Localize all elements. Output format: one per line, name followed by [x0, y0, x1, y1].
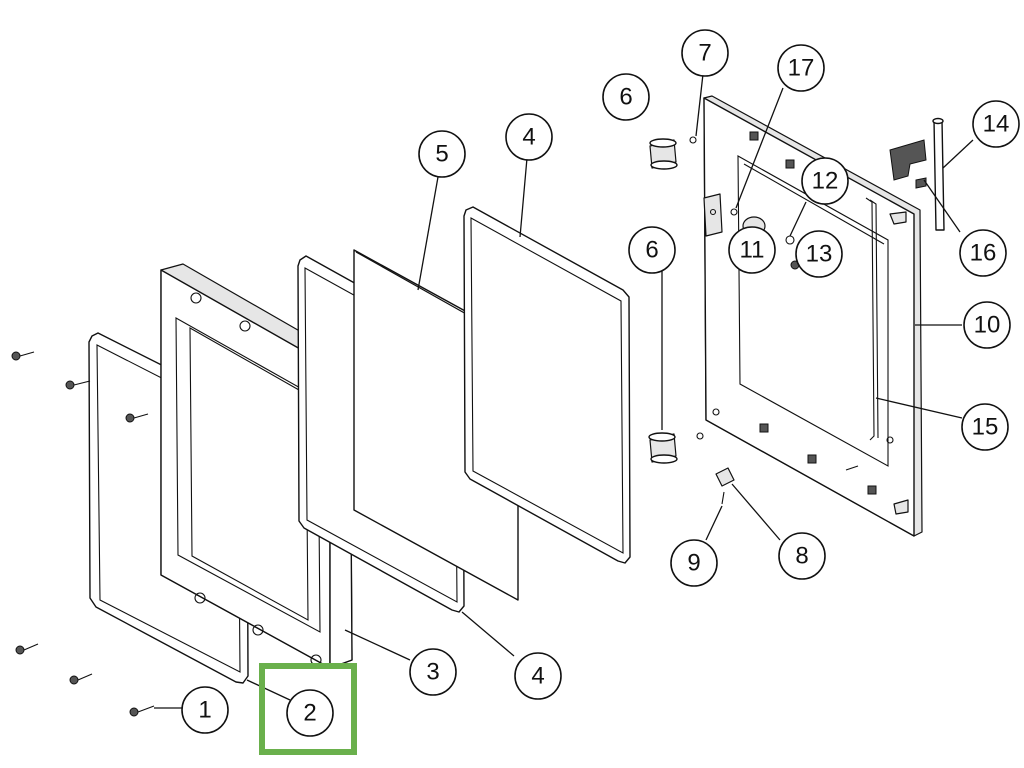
- screw: [69, 673, 93, 685]
- callout-6-upper: 6: [602, 73, 650, 121]
- hinge-bracket: [889, 117, 945, 231]
- callout-label: 3: [426, 659, 439, 686]
- callout-11: 11: [728, 226, 776, 274]
- leader-lines: [154, 73, 974, 709]
- callout-label: 9: [687, 550, 700, 577]
- callout-17: 17: [777, 44, 825, 92]
- callout-label: 15: [972, 414, 999, 441]
- callout-label: 8: [795, 543, 808, 570]
- callout-8: 8: [778, 532, 826, 580]
- callout-14: 14: [972, 100, 1020, 148]
- callout-7: 7: [681, 29, 729, 77]
- screw: [125, 413, 149, 423]
- callout-label: 12: [812, 168, 839, 195]
- small-screw-7: [689, 136, 697, 144]
- callout-6-lower: 6: [628, 226, 676, 274]
- callout-label: 10: [974, 312, 1001, 339]
- callout-label: 6: [645, 237, 658, 264]
- callout-12: 12: [801, 157, 849, 205]
- cylinder-upper: [649, 138, 678, 170]
- callout-label: 13: [806, 241, 833, 268]
- screw: [65, 380, 91, 390]
- callout-label: 5: [435, 141, 448, 168]
- callout-label: 17: [788, 55, 815, 82]
- gasket-right: [463, 206, 631, 564]
- highlight-box: [259, 663, 357, 755]
- screw: [15, 643, 39, 655]
- callout-10: 10: [963, 301, 1011, 349]
- callout-1: 1: [181, 686, 229, 734]
- callout-label: 16: [970, 240, 997, 267]
- screw: [11, 351, 35, 361]
- callout-2[interactable]: 2: [286, 689, 334, 737]
- callout-4-lower: 4: [514, 652, 562, 700]
- cylinder-lower: [648, 432, 678, 464]
- callout-15: 15: [961, 403, 1009, 451]
- callout-4-upper: 4: [505, 113, 553, 161]
- callout-9: 9: [670, 539, 718, 587]
- callout-3: 3: [409, 648, 457, 696]
- callout-label: 4: [522, 124, 535, 151]
- callout-label: 2: [303, 700, 316, 727]
- callout-13: 13: [795, 230, 843, 278]
- callout-label: 14: [983, 111, 1010, 138]
- screws: [11, 351, 155, 717]
- callout-label: 6: [619, 84, 632, 111]
- door-panel: [696, 95, 923, 537]
- callout-16: 16: [959, 229, 1007, 277]
- screw: [129, 705, 155, 717]
- callout-5: 5: [418, 130, 466, 178]
- callout-label: 1: [198, 697, 211, 724]
- callout-label: 7: [698, 40, 711, 67]
- callout-label: 11: [740, 237, 765, 264]
- callout-label: 4: [531, 663, 544, 690]
